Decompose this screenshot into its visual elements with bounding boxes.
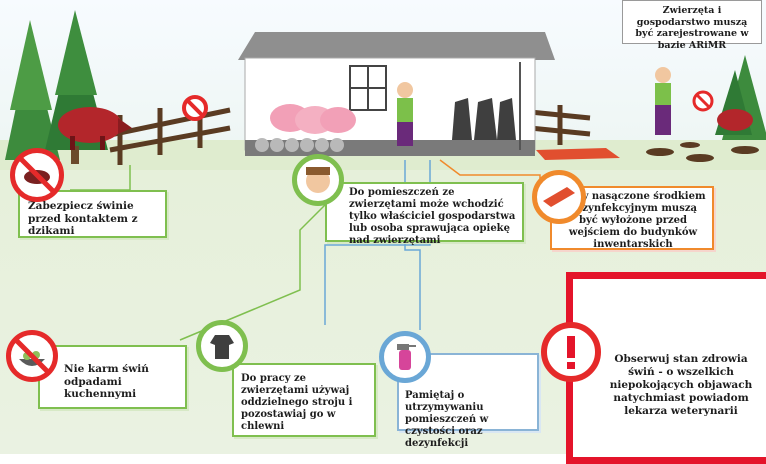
spray-bottle-icon [397,344,416,370]
food-bowl-icon [15,339,49,373]
cleanliness-badge [379,331,431,383]
mats-text: Maty nasączone środkiem dezynfekcyjnym m… [560,191,706,250]
clothing-card: Do pracy ze zwierzętami używaj oddzielne… [232,363,376,437]
no-entry-icon [692,90,714,112]
access-badge [292,154,344,206]
observe-badge [541,322,601,382]
feed-card: Nie karm świń odpadami kuchennymi [38,345,187,409]
no-entry-icon [19,157,55,193]
no-wild-boar-badge [10,148,64,202]
clothing-text: Do pracy ze zwierzętami używaj oddzielne… [241,373,353,432]
no-entry-icon [182,95,208,121]
access-text: Do pomieszczeń ze zwierzętami może wchod… [349,187,516,246]
clothing-badge [196,320,248,372]
cleanliness-text: Pamiętaj o utrzymywaniu pomieszczeń w cz… [405,390,489,449]
mud-patches [646,142,759,162]
face-icon [306,167,330,193]
observe-text: Obserwuj stan zdrowia świń - o wszelkich… [609,353,753,417]
access-card: Do pomieszczeń ze zwierzętami może wchod… [325,182,524,246]
exclamation-icon [567,336,575,369]
clothing-icon [210,335,234,359]
hay-rolls [255,138,344,152]
farm-illustration [0,10,766,341]
mat-icon [543,187,575,207]
wild-boar-card: Zabezpiecz świnie przed kontaktem z dzik… [18,190,167,238]
registration-note: Zwierzęta i gospodarstwo muszą być zarej… [622,0,762,51]
registration-text: Zwierzęta i gospodarstwo muszą być zarej… [635,5,749,51]
feed-text: Nie karm świń odpadami kuchennymi [64,363,149,400]
farmer-icon [397,82,413,146]
farmer-icon [655,67,671,135]
wild-boar-icon [58,107,132,150]
wild-boar-icon [717,109,753,131]
mat-icon [536,148,620,160]
no-feed-badge [6,330,58,382]
clothing-icon [452,98,516,140]
wild-boar-text: Zabezpiecz świnie przed kontaktem z dzik… [28,200,138,237]
pig-icon [270,104,356,134]
mats-badge [532,170,586,224]
